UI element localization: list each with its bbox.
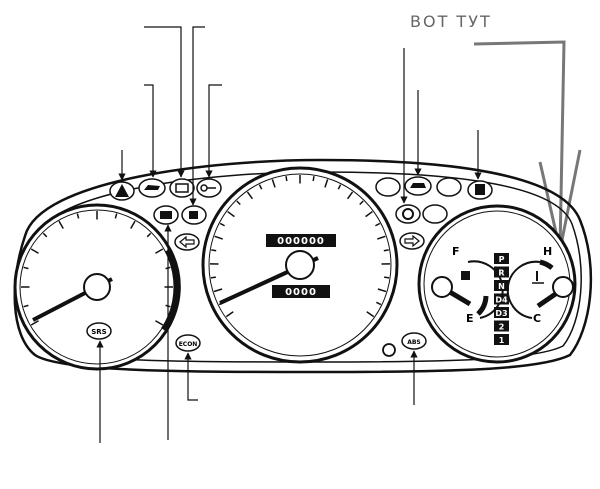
door-open-icon <box>189 211 198 219</box>
gauge-tick <box>377 288 387 293</box>
tachometer-hub <box>83 273 111 301</box>
gauge-tick <box>23 266 29 270</box>
gear-position-label: D4 <box>495 296 508 305</box>
gauge-tick <box>246 191 254 200</box>
gear-position-box <box>494 334 509 345</box>
gear-position-box <box>494 307 509 318</box>
gauge-tick <box>114 213 118 219</box>
gauge-tick <box>30 248 39 254</box>
battery-icon <box>175 183 189 193</box>
econ-indicator: ECON <box>179 341 198 348</box>
srs-indicator: SRS <box>91 328 106 336</box>
fuel-pump-icon <box>461 271 470 280</box>
temp-hot-label: H <box>543 245 552 258</box>
gauge-tick <box>377 235 386 240</box>
tripmeter-display <box>272 285 330 298</box>
coolant-temp-icon <box>532 271 544 284</box>
annotation-arrow-line <box>473 40 566 251</box>
gauge-tick <box>359 200 364 206</box>
gauge-tick <box>346 191 354 200</box>
gauge-tick <box>30 320 39 326</box>
temp-needle-hub <box>552 276 574 298</box>
gauge-tick <box>23 304 29 308</box>
fuel-full-label: F <box>452 245 460 258</box>
gauge-tick <box>375 222 381 227</box>
fuel-empty-label: E <box>466 312 474 325</box>
gauge-tick <box>130 220 136 229</box>
abs-indicator: ABS <box>407 339 421 346</box>
gauge-tick <box>146 232 152 238</box>
gauge-tick <box>210 276 216 279</box>
gauge-tick <box>285 175 288 182</box>
gauge-tick <box>236 200 241 206</box>
gauge-tick <box>42 232 48 238</box>
gauge-tick <box>227 210 235 218</box>
brake-warning-icon <box>402 208 414 220</box>
gauge-tick <box>155 320 164 326</box>
fuel-gauge-redzone <box>476 295 489 316</box>
gauge-tick <box>58 220 64 229</box>
low-washer-icon <box>410 183 426 188</box>
turn-right-arrow-icon <box>404 234 420 248</box>
gauge-tick <box>312 175 315 182</box>
temp-cold-label: C <box>533 312 541 325</box>
fuel-reserve-icon <box>475 184 485 195</box>
tachometer: SRS <box>13 203 181 371</box>
oil-pressure-icon <box>144 185 160 190</box>
gauge-tick <box>225 311 234 318</box>
hazard-triangle-icon <box>115 184 129 197</box>
cluster-outer-housing <box>13 158 593 374</box>
speedometer-ticks <box>209 175 391 318</box>
check-engine-icon <box>160 211 172 219</box>
gear-position-label: N <box>498 282 505 291</box>
gauge-tick <box>366 311 375 318</box>
odometer-total: 000000 <box>277 236 325 247</box>
speedometer: 000000 0000 <box>201 166 399 364</box>
gear-position-box <box>494 280 509 291</box>
gauge-tick <box>213 288 223 293</box>
speedometer-hub <box>285 250 315 280</box>
odometer-display <box>266 234 336 247</box>
gear-position-label: R <box>498 269 504 278</box>
tachometer-redline <box>161 248 181 332</box>
gauge-tick <box>384 276 390 279</box>
gauge-tick <box>219 222 225 227</box>
gear-position-box <box>494 293 509 305</box>
fuel-needle-hub <box>431 276 453 298</box>
gauge-tick <box>324 179 329 188</box>
gauge-tick <box>155 248 164 254</box>
gauge-tick <box>76 213 80 219</box>
gauge-tick <box>383 249 389 252</box>
gear-position-label: 1 <box>499 336 505 345</box>
tripmeter-value: 0000 <box>285 287 317 298</box>
gear-position-box <box>494 266 509 278</box>
gear-position-label: 2 <box>499 323 505 332</box>
gauge-tick <box>271 179 276 188</box>
temp-gauge-redzone <box>539 259 554 270</box>
gear-position-label: P <box>499 255 505 264</box>
gauge-tick <box>211 249 217 252</box>
key-icon <box>200 184 216 192</box>
gear-position-label: D3 <box>495 309 507 318</box>
turn-left-arrow-icon <box>179 235 195 249</box>
gauge-tick <box>376 301 382 306</box>
gear-position-box <box>494 320 509 332</box>
gauge-tick <box>337 184 342 190</box>
gauge-tick <box>214 235 223 240</box>
gear-position-box <box>494 253 509 264</box>
gauge-tick <box>258 184 263 190</box>
annotation-text: ВОТ ТУТ <box>410 12 492 31</box>
leader-lines <box>96 26 482 443</box>
warning-lamps: ECON ABS <box>109 176 493 357</box>
gauge-tick <box>365 210 373 218</box>
trip-reset-knob <box>382 343 396 357</box>
